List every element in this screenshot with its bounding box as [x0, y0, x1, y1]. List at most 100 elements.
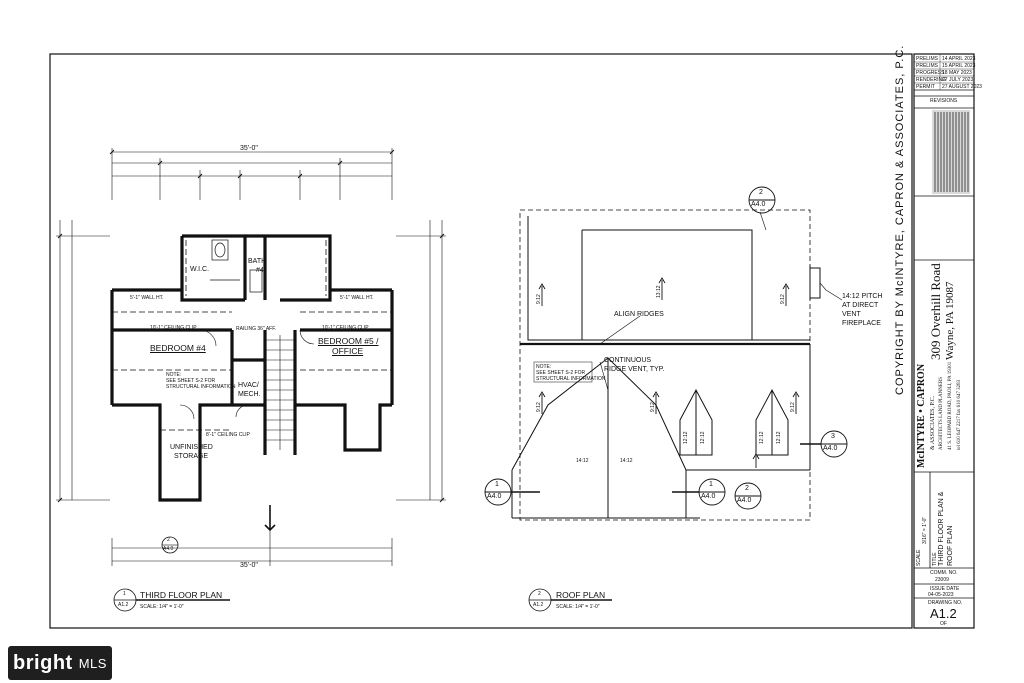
room-label-bath-no: #4	[256, 267, 264, 274]
logo-mls-text: MLS	[78, 655, 107, 671]
section-tag-number: 3	[831, 433, 835, 440]
roof-plan	[484, 186, 848, 521]
room-label-storage: STORAGE	[174, 453, 209, 460]
roof-note-head: NOTE:	[536, 364, 552, 370]
room-label-bedroom-4: BEDROOM #4	[150, 343, 206, 353]
logo-brand-text: bright	[13, 651, 73, 674]
ridge-vent-note: CONTINUOUS	[604, 357, 652, 364]
issue-date: 27 AUGUST 2023	[942, 84, 982, 90]
plan-ref-sheet: A1.2	[533, 602, 544, 608]
revisions-label: REVISIONS	[930, 98, 958, 104]
copyright-text: COPYRIGHT BY McINTYRE, CAPRON & ASSOCIAT…	[894, 44, 906, 395]
slope-label: 9:12	[650, 402, 656, 412]
section-tag-sheet: A4.0	[737, 497, 752, 504]
firm-phone: tel 610 647 2217 fax 610 647 3283	[957, 379, 962, 450]
plan-title-tags	[113, 588, 612, 612]
ridge-vent-note: RIDGE VENT, TYP.	[604, 366, 665, 373]
third-floor-plan-scale: SCALE: 1/4" = 1'-0"	[140, 604, 184, 610]
room-label-bedroom-5: BEDROOM #5 /	[318, 336, 379, 346]
slope-label: 9:12	[536, 402, 542, 412]
slope-label: 9:12	[790, 402, 796, 412]
drawing-of: OF	[940, 621, 947, 627]
firm-name: McINTYRE • CAPRON	[916, 363, 927, 468]
issue-name: PROGRESS	[916, 70, 945, 76]
roof-plan-title: ROOF PLAN	[556, 590, 606, 600]
slope-label: 12:12	[776, 431, 782, 444]
railing-note: RAILING 36" AFF.	[236, 326, 277, 332]
slope-label: 9:12	[536, 294, 542, 304]
room-label-hvac: HVAC/	[238, 382, 259, 389]
comm-no-value: 23009	[935, 577, 949, 583]
section-tag-sheet: A4.0	[823, 445, 838, 452]
slope-label: 12:12	[759, 431, 765, 444]
roof-note-line: SEE SHEET S-2 FOR	[536, 370, 586, 376]
issue-date: 14 APRIL 2023	[942, 56, 976, 62]
firm-address: 41 S. LEOPARD ROAD, PAOLI, PA 19301	[948, 361, 953, 450]
scale-value: 3/16" = 1'-0"	[922, 516, 928, 544]
firm-tagline: ARCHITECTS LAND PLANNERS	[939, 376, 944, 450]
issue-name: RENDERING	[916, 77, 947, 83]
section-tag-sheet: A4.0	[701, 493, 716, 500]
plan-ref-sheet: A1.2	[118, 602, 129, 608]
plan-ref-number: 2	[538, 591, 541, 597]
drawing-no-label: DRAWING NO.	[928, 600, 963, 606]
overall-dimension-bottom: 35'-0"	[240, 562, 258, 569]
firm-sub: & ASSOCIATES, P.C.	[930, 395, 936, 450]
slope-label: 13:12	[656, 285, 662, 298]
pitch-note: VENT	[842, 311, 861, 318]
issue-date-value: 04-05-2023	[928, 592, 954, 598]
plan-ref-number: 1	[123, 591, 126, 597]
pitch-note: 14:12 PITCH	[842, 293, 883, 300]
comm-no-label: COMM. NO.	[930, 570, 958, 576]
slope-label: 12:12	[700, 431, 706, 444]
brightmls-logo: bright MLS	[8, 646, 112, 680]
issue-date-label: ISSUE DATE	[930, 586, 960, 592]
sheet-title-line1: THIRD FLOOR PLAN &	[938, 491, 945, 566]
slope-label: 14:12	[576, 458, 589, 464]
room-label-office: OFFICE	[332, 346, 364, 356]
issue-date: 27 JULY 2023	[942, 77, 974, 83]
slope-label: 12:12	[683, 431, 689, 444]
sheet-title-line2: ROOF PLAN	[947, 525, 954, 566]
issue-name: PRELIMS	[916, 56, 938, 62]
ceiling-clip-note: 8'-1" CEILING CLIP	[206, 432, 250, 438]
room-label-wic: W.I.C.	[190, 266, 210, 273]
room-label-unfinished: UNFINISHED	[170, 444, 213, 451]
room-label-mech: MECH.	[238, 391, 261, 398]
slope-label: 9:12	[780, 294, 786, 304]
roof-note-line: STRUCTURAL INFORMATION	[536, 376, 606, 382]
wall-height-note: 5'-1" WALL HT.	[130, 295, 164, 301]
room-label-bath: BATH	[248, 258, 267, 265]
structural-note-line: SEE SHEET S-2 FOR	[166, 378, 216, 384]
wall-height-note: 5'-1" WALL HT.	[340, 295, 374, 301]
issue-date: 18 MAY 2023	[942, 70, 972, 76]
ceiling-clip-note: 10'-1" CEILING CLIP	[322, 325, 369, 331]
overall-dimension: 35'-0"	[240, 145, 258, 152]
project-address-line2: Wayne, PA 19087	[944, 281, 956, 360]
slope-label: 14:12	[620, 458, 633, 464]
structural-note-head: NOTE:	[166, 372, 182, 378]
section-tag-sheet: A4.0	[163, 546, 174, 552]
section-tag-number: 2	[759, 189, 763, 196]
drawing-number: A1.2	[930, 606, 957, 621]
section-tag-number: 1	[709, 481, 713, 488]
issue-name: PERMIT	[916, 84, 935, 90]
section-tag-number: 1	[495, 481, 499, 488]
title-block-border	[913, 53, 975, 629]
issue-name: PRELIMS	[916, 63, 938, 69]
roof-plan-scale: SCALE: 1/4" = 1'-0"	[556, 604, 600, 610]
pitch-note: AT DIRECT	[842, 302, 879, 309]
revisions-text-block	[932, 110, 970, 194]
scale-label: SCALE	[916, 549, 922, 566]
issue-date: 15 APRIL 2023	[942, 63, 976, 69]
third-floor-plan	[56, 148, 446, 566]
section-tag-number: 2	[167, 537, 170, 543]
third-floor-plan-title: THIRD FLOOR PLAN	[140, 590, 223, 600]
ceiling-clip-note: 10'-1" CEILING CLIP	[150, 325, 197, 331]
align-ridges-note: ALIGN RIDGES	[614, 311, 664, 318]
section-tag-sheet: A4.0	[487, 493, 502, 500]
sheet-border	[49, 53, 913, 629]
section-tag-sheet: A4.0	[751, 201, 766, 208]
